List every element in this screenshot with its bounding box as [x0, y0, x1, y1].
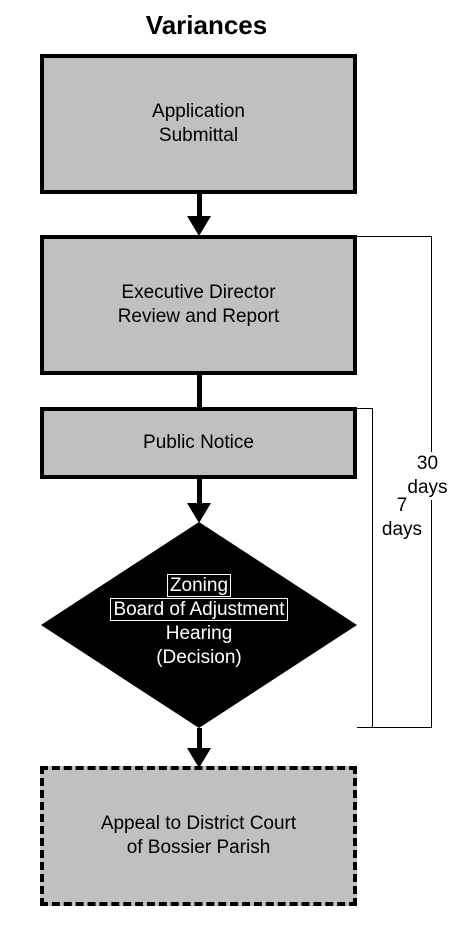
seven-day-bracket [357, 408, 373, 728]
hearing-text: Zoning Board of Adjustment Hearing (Deci… [41, 574, 357, 670]
hearing-decision-diamond [41, 522, 357, 728]
arrowhead-to-hearing [187, 503, 211, 523]
appeal-label-line1: Appeal to District Court [100, 813, 297, 834]
notice-label: Public Notice [143, 432, 254, 453]
appeal-district-court-box: Appeal to District Court of Bossier Pari… [40, 766, 357, 906]
review-label-line1: Executive Director [121, 282, 276, 303]
diamond-shape [41, 522, 357, 728]
connector-application-review [197, 194, 202, 218]
connector-notice-hearing [197, 479, 202, 507]
connector-review-notice [197, 375, 202, 408]
hearing-label-line3: Hearing [165, 623, 233, 644]
diagram-title: Variances [145, 10, 268, 40]
hearing-label-line2: Board of Adjustment [110, 598, 288, 621]
thirty-days-number: 30 [416, 453, 439, 474]
seven-days-label: 7 days [376, 494, 428, 542]
review-label-line2: Review and Report [117, 306, 280, 327]
seven-days-unit: days [381, 519, 423, 540]
hearing-label-line4: (Decision) [156, 647, 242, 668]
application-label-line2: Submittal [158, 125, 239, 146]
arrowhead-to-review [187, 216, 211, 236]
application-label-line1: Application [152, 101, 245, 122]
public-notice-box: Public Notice [40, 407, 357, 479]
connector-hearing-appeal [197, 728, 202, 752]
executive-director-review-box: Executive Director Review and Report [40, 235, 357, 375]
arrowhead-to-appeal [187, 748, 211, 768]
application-submittal-box: Application Submittal [40, 54, 357, 194]
hearing-label-line1: Zoning [166, 574, 232, 597]
seven-days-number: 7 [396, 495, 408, 516]
appeal-label-line2: of Bossier Parish [126, 837, 271, 858]
thirty-days-unit: days [407, 477, 448, 498]
thirty-days-label: 30 days [400, 452, 455, 500]
